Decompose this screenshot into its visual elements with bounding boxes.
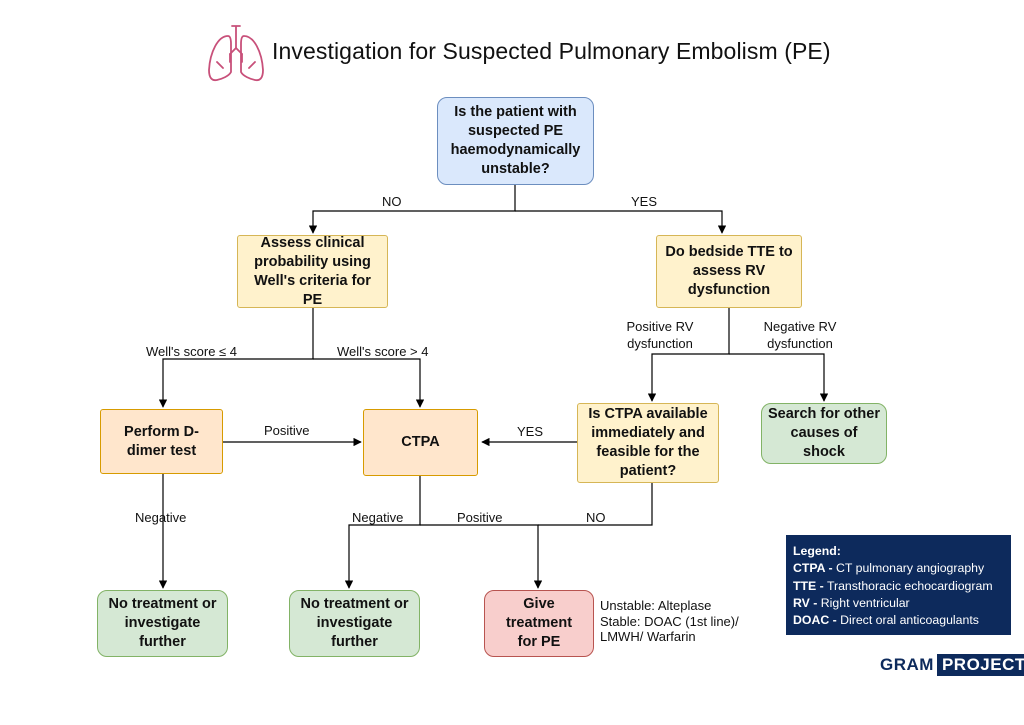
legend-item: DOAC - Direct oral anticoagulants [793, 613, 979, 628]
edge-label-yes: YES [631, 194, 658, 209]
edge-label-negative-rv: Negative RV dysfunction [763, 319, 837, 351]
legend-item: CTPA - CT pulmonary angiography [793, 561, 985, 576]
node-assess-wells: Assess clinical probability using Well's… [237, 235, 388, 308]
brand-left: GRAM [880, 655, 934, 674]
node-give-treatment: Give treatment for PE [484, 590, 594, 657]
legend-heading: Legend: [793, 544, 841, 558]
edge-label-positive-rv: Positive RV dysfunction [626, 319, 694, 351]
treatment-note-line: Stable: DOAC (1st line)/ [600, 613, 739, 629]
edge-label-yes-ctpa: YES [517, 424, 544, 439]
legend: Legend: CTPA - CT pulmonary angiography … [786, 535, 1011, 635]
node-no-treatment-1: No treatment or investigate further [97, 590, 228, 657]
lungs-icon [208, 25, 264, 82]
node-no-treatment-2: No treatment or investigate further [289, 590, 420, 657]
edge-label-positive-ctpa: Positive [457, 510, 503, 525]
treatment-note: Unstable: Alteplase Stable: DOAC (1st li… [600, 598, 739, 645]
treatment-note-line: LMWH/ Warfarin [600, 629, 696, 644]
edge-label-no: NO [382, 194, 402, 209]
edge-label-wells-high: Well's score > 4 [337, 344, 429, 359]
edge-label-negative-ctpa: Negative [352, 510, 404, 525]
brand-right: PROJECT [936, 654, 1024, 676]
edge-label-no-ctpa: NO [586, 510, 606, 525]
legend-item: TTE - Transthoracic echocardiogram [793, 578, 993, 593]
page-title: Investigation for Suspected Pulmonary Em… [272, 38, 831, 64]
treatment-note-line: Unstable: Alteplase [600, 598, 712, 613]
node-ctpa: CTPA [363, 409, 478, 476]
node-ctpa-available: Is CTPA available immediately and feasib… [577, 403, 719, 483]
node-search-other-causes: Search for other causes of shock [761, 403, 887, 464]
edge-label-wells-low: Well's score ≤ 4 [146, 344, 238, 359]
brand-logo: GRAM PROJECT [880, 653, 1024, 677]
node-haemodynamically-unstable: Is the patient with suspected PE haemody… [437, 97, 594, 185]
edge-label-negative-ddimer: Negative [135, 510, 187, 525]
edge-label-positive-ddimer: Positive [264, 423, 310, 438]
node-d-dimer: Perform D-dimer test [100, 409, 223, 474]
legend-item: RV - Right ventricular [793, 595, 910, 610]
node-bedside-tte: Do bedside TTE to assess RV dysfunction [656, 235, 802, 308]
